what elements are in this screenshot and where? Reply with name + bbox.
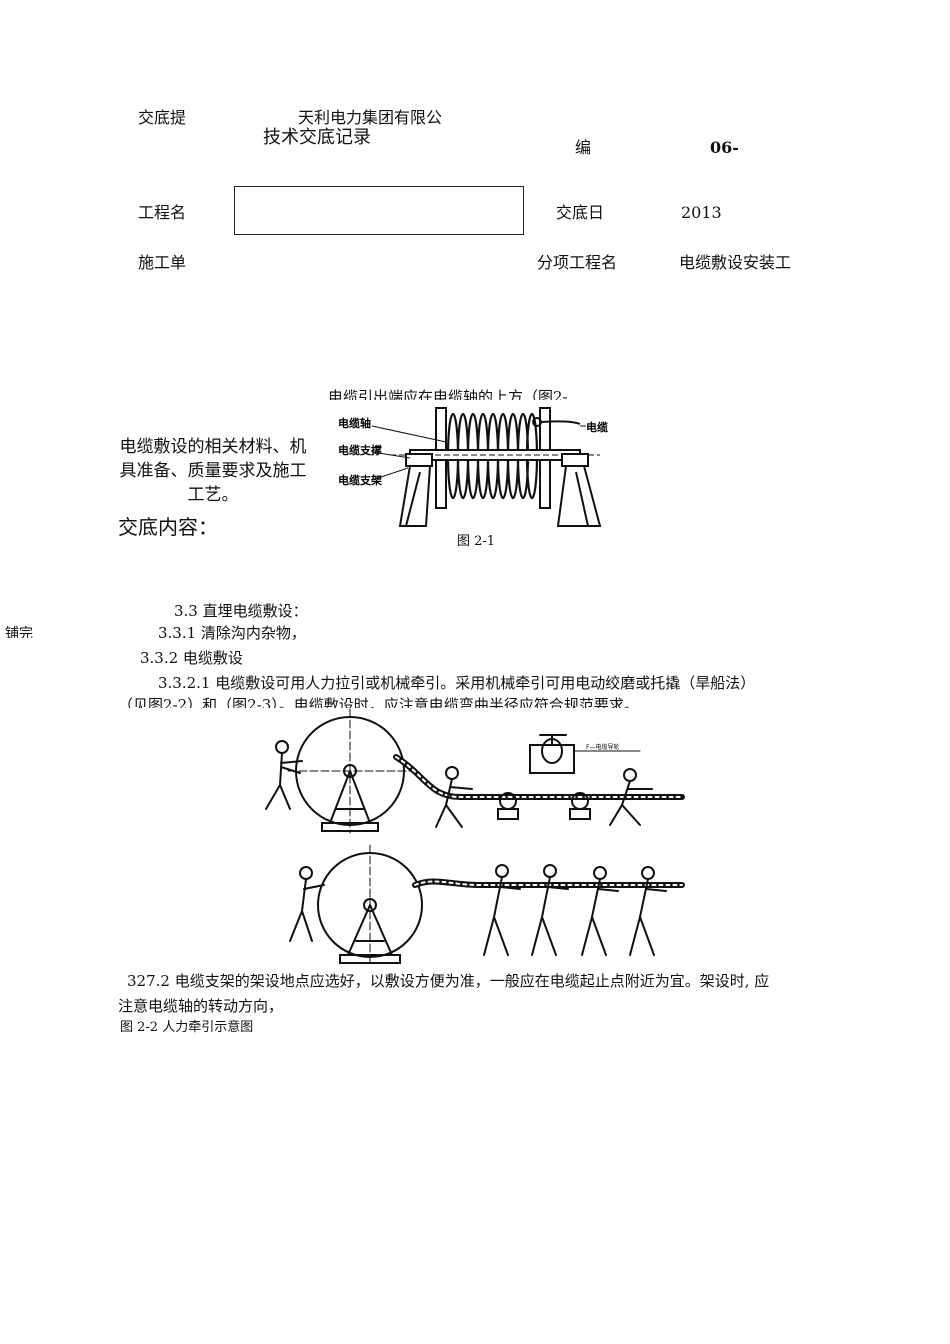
figure1-caption: 图 2-1 xyxy=(457,534,496,549)
label-axle: 电缆轴 xyxy=(338,416,371,430)
label-construction-unit: 施工单 xyxy=(138,253,187,270)
handover-content-label: 交底内容： xyxy=(118,515,218,539)
para-3-3-2-1-line2: （见图2-2）和（图2-3）。电缆敷设时，应注意电缆弯曲半径应符合规范要求。 xyxy=(118,696,639,708)
subitem-project-value: 电缆敷设安装工 xyxy=(679,253,792,270)
handover-date-value: 2013 xyxy=(681,203,722,222)
para-3-3-2-1-line1: 3.3.2.1 电缆敷设可用人力拉引或机械牵引。采用机械牵引可用电动绞磨或托撬（… xyxy=(158,674,756,692)
label-project-name: 工程名 xyxy=(138,203,187,220)
item-3-3-2: 3.3.2 电缆敷设 xyxy=(140,649,243,667)
item-3-3-1: 3.3.1 清除沟内杂物， xyxy=(158,624,306,642)
cable-reel-stand-diagram: 电缆轴 电缆支撑 电缆支架 电缆 xyxy=(338,407,608,527)
org-name: 天利电力集团有限公 xyxy=(298,108,443,126)
label-cable: 电缆 xyxy=(586,420,608,434)
roller-label: F—电缆导轮 xyxy=(586,743,619,751)
label-subitem-project: 分项工程名 xyxy=(537,253,618,270)
manual-pulling-diagram: F—电缆导轮 xyxy=(265,708,685,964)
para-327-2-line2: 注意电缆轴的转动方向， xyxy=(118,997,284,1015)
side-note: 铺完 xyxy=(5,626,33,638)
para-327-2-line1: 327.2 电缆支架的架设地点应选好，以敷设方便为准，一般应在电缆起止点附近为宜… xyxy=(127,972,770,990)
handover-summary: 电缆敷设的相关材料、机具准备、质量要求及施工工艺。 xyxy=(119,437,307,505)
figure2-caption: 图 2-2 人力牵引示意图 xyxy=(120,1020,254,1035)
figure1-intro: 电缆引出端应在电缆轴的上方（图2- xyxy=(328,388,568,400)
label-code: 编 xyxy=(575,138,592,155)
code-value: 06- xyxy=(710,138,739,155)
project-name-field xyxy=(234,186,524,235)
doc-title: 技术交底记录 xyxy=(263,127,371,148)
label-handover-date: 交底日 xyxy=(556,203,605,220)
label-support: 电缆支撑 xyxy=(338,443,382,457)
heading-3-3: 3.3 直埋电缆敷设： xyxy=(174,602,308,620)
label-handover-submitter: 交底提 xyxy=(138,108,187,126)
label-stand: 电缆支架 xyxy=(338,473,382,487)
